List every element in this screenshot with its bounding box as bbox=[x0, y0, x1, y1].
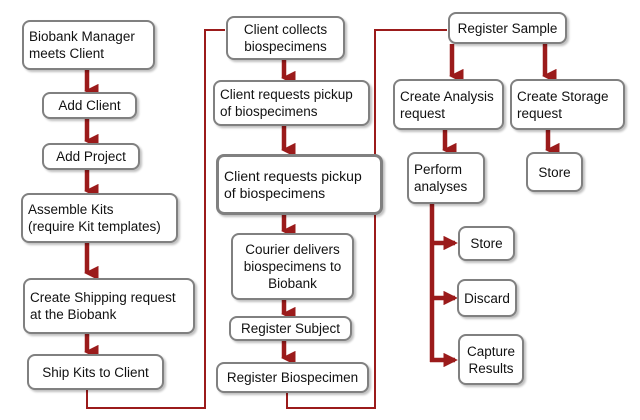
connector-biospecimen-to-sample bbox=[286, 29, 447, 409]
box-courier-delivers: Courier delivers biospecimens to Biobank bbox=[231, 233, 354, 300]
box-create-analysis-request: Create Analysis request bbox=[393, 79, 504, 130]
box-perform-analyses: Perform analyses bbox=[407, 152, 485, 204]
box-register-subject: Register Subject bbox=[229, 316, 352, 341]
box-store-right: Store bbox=[526, 152, 583, 192]
box-client-requests-pickup-2: Client requests pickup of biospecimens bbox=[216, 154, 383, 215]
box-manager-meets-client: Biobank Manager meets Client bbox=[22, 20, 155, 70]
box-register-sample: Register Sample bbox=[448, 12, 567, 44]
connector-ship-kits-to-collects bbox=[86, 29, 225, 409]
box-register-biospecimen: Register Biospecimen bbox=[216, 362, 369, 393]
box-assemble-kits: Assemble Kits (require Kit templates) bbox=[21, 193, 178, 243]
box-client-requests-pickup-1: Client requests pickup of biospecimens bbox=[213, 80, 370, 126]
box-client-collects: Client collects biospecimens bbox=[226, 16, 345, 60]
box-store-branch: Store bbox=[458, 226, 515, 261]
box-add-project: Add Project bbox=[42, 143, 140, 170]
box-add-client: Add Client bbox=[42, 92, 137, 119]
box-ship-kits-to-client: Ship Kits to Client bbox=[27, 354, 164, 390]
box-capture-results: Capture Results bbox=[458, 334, 524, 385]
box-discard: Discard bbox=[457, 279, 517, 317]
box-create-shipping-request: Create Shipping request at the Biobank bbox=[23, 278, 195, 334]
box-create-storage-request: Create Storage request bbox=[510, 79, 625, 130]
